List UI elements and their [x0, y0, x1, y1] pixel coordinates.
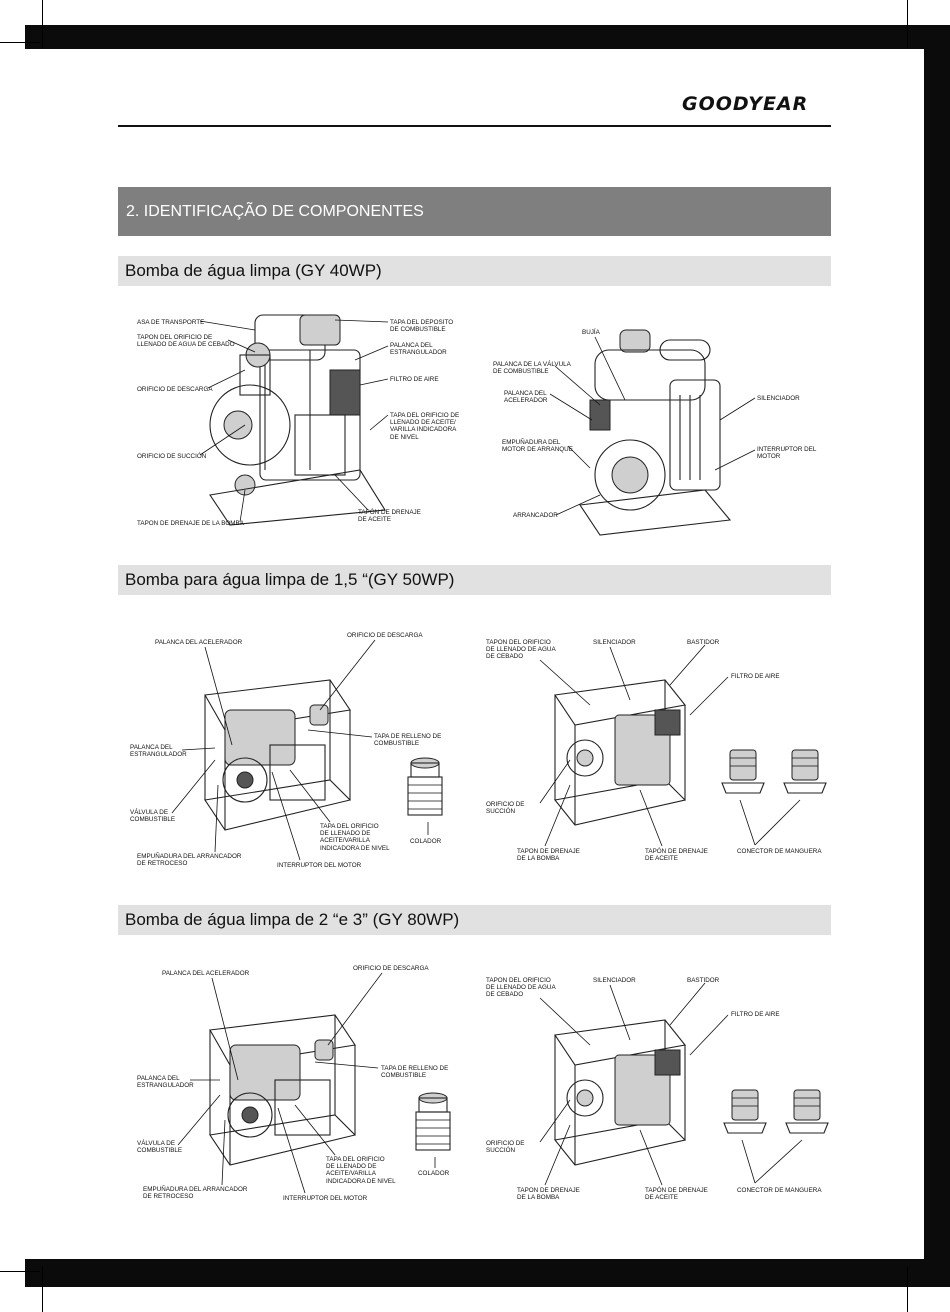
gy80-left-pump-illustration: [209, 1014, 357, 1166]
label-arrancador: ARRANCADOR: [513, 512, 558, 519]
label-bastidor: BASTIDOR: [687, 639, 720, 646]
crop-mark: [907, 1266, 908, 1312]
label-tapa-relleno: TAPA DE RELLENO DE COMBUSTIBLE: [374, 733, 442, 748]
label-palanca-estrangulador: PALANCA DEL ESTRANGULADOR: [390, 342, 447, 357]
top-black-band: [25, 25, 950, 49]
bottom-black-band: [25, 1259, 950, 1287]
crop-mark: [0, 42, 40, 43]
label-tapon-llenado: TAPON DEL ORIFICIO DE LLENADO DE AGUA DE…: [486, 977, 556, 999]
header-rule: [118, 125, 831, 127]
label-colador: COLADOR: [418, 1170, 450, 1177]
label-drenaje-aceite: TAPÓN DE DRENAJE DE ACEITE: [645, 848, 708, 863]
label-silenciador: SILENCIADOR: [757, 395, 800, 402]
label-silenciador: SILENCIADOR: [593, 977, 636, 984]
label-drenaje-bomba: TAPON DE DRENAJE DE LA BOMBA: [517, 1187, 580, 1202]
label-interruptor-motor: INTERRUPTOR DEL MOTOR: [283, 1195, 368, 1202]
gy50-right-pump-illustration: [553, 679, 687, 826]
label-silenciador: SILENCIADOR: [593, 639, 636, 646]
crop-mark: [907, 0, 908, 48]
crop-mark: [42, 0, 43, 48]
crop-mark: [42, 1266, 43, 1312]
label-tapa-aceite: TAPA DEL ORIFICIO DE LLENADO DE ACEITE/V…: [326, 1156, 396, 1185]
label-drenaje-aceite: TAPÓN DE DRENAJE DE ACEITE: [645, 1187, 708, 1202]
gy40-right-pump-illustration: [579, 329, 732, 536]
label-palanca-estrangulador: PALANCA DEL ESTRANGULADOR: [137, 1075, 194, 1090]
label-interruptor-motor: INTERRUPTOR DEL MOTOR: [757, 446, 817, 461]
label-palanca-acelerador: PALANCA DEL ACELERADOR: [162, 970, 250, 977]
label-empunadura-arrancador: EMPUÑADURA DEL ARRANCADOR DE RETROCESO: [137, 853, 242, 868]
label-orificio-descarga: ORIFICIO DE DESCARGA: [347, 632, 423, 639]
label-orificio-succion: ORIFICIO DE SUCCIÓN: [486, 1140, 525, 1155]
goodyear-logo: GOODYEAR: [682, 93, 809, 115]
label-palanca-estrangulador: PALANCA DEL ESTRANGULADOR: [130, 744, 187, 759]
label-palanca-acelerador: PALANCA DEL ACELERADOR: [504, 390, 548, 405]
label-tapa-aceite: TAPA DEL ORIFICIO DE LLENADO DE ACEITE/ …: [390, 412, 460, 441]
right-black-band: [924, 25, 950, 1287]
gy50-colador-illustration: [407, 757, 443, 816]
label-valvula-combustible: PALANCA DE LA VÁLVULA DE COMBUSTIBLE: [493, 361, 571, 376]
gy80-title: Bomba de água limpa de 2 “e 3” (GY 80WP): [118, 905, 831, 935]
label-empunadura-motor: EMPUÑADURA DEL MOTOR DE ARRANQUE: [502, 439, 573, 454]
gy40-left-pump-illustration: [209, 314, 386, 526]
gy80-right-pump-illustration: [553, 1019, 687, 1166]
section-title: 2. IDENTIFICAÇÃO DE COMPONENTES: [118, 187, 831, 236]
label-filtro-aire: FILTRO DE AIRE: [390, 376, 439, 383]
label-conector-manguera: CONECTOR DE MANGUERA: [737, 848, 822, 855]
gy50-conector-illustration: [721, 749, 827, 794]
label-asa-transporte: ASA DE TRANSPORTE: [137, 319, 205, 326]
gy80-colador-illustration: [415, 1092, 451, 1151]
label-drenaje-bomba: TAPON DE DRENAJE DE LA BOMBA: [517, 848, 580, 863]
crop-mark: [0, 1271, 40, 1272]
label-bastidor: BASTIDOR: [687, 977, 720, 984]
label-tapa-relleno: TAPA DE RELLENO DE COMBUSTIBLE: [381, 1065, 449, 1080]
label-orificio-descarga: ORIFICIO DE DESCARGA: [353, 965, 429, 972]
label-tapon-llenado: TAPON DEL ORIFICIO DE LLENADO DE AGUA DE…: [486, 639, 556, 661]
label-drenaje-bomba: TAPON DE DRENAJE DE LA BOMBA: [137, 520, 244, 527]
gy50-title: Bomba para água limpa de 1,5 “(GY 50WP): [118, 565, 831, 595]
label-drenaje-aceite: TAPÓN DE DRENAJE DE ACEITE: [358, 509, 421, 524]
label-empunadura-arrancador: EMPUÑADURA DEL ARRANCADOR DE RETROCESO: [143, 1186, 248, 1201]
gy80-conector-illustration: [723, 1089, 829, 1134]
label-valvula-combustible: VÁLVULA DE COMBUSTIBLE: [137, 1140, 183, 1155]
gy50-left-pump-illustration: [204, 679, 352, 831]
label-colador: COLADOR: [410, 838, 442, 845]
label-filtro-aire: FILTRO DE AIRE: [731, 673, 780, 680]
label-orificio-succion: ORIFICIO DE SUCCIÓN: [486, 801, 525, 816]
label-tapa-aceite: TAPA DEL ORIFICIO DE LLENADO DE ACEITE/V…: [320, 823, 390, 852]
label-bujia: BUJÍA: [582, 329, 600, 336]
label-orificio-succion: ORIFICIO DE SUCCIÓN: [137, 453, 207, 460]
label-tapon-llenado: TAPON DEL ORIFICIO DE LLENADO DE AGUA DE…: [137, 334, 235, 349]
label-tapa-deposito: TAPA DEL DEPOSITO DE COMBUSTIBLE: [390, 319, 454, 334]
label-valvula-combustible: VÁLVULA DE COMBUSTIBLE: [130, 809, 176, 824]
label-filtro-aire: FILTRO DE AIRE: [731, 1011, 780, 1018]
label-interruptor-motor: INTERRUPTOR DEL MOTOR: [277, 862, 362, 869]
label-conector-manguera: CONECTOR DE MANGUERA: [737, 1187, 822, 1194]
gy40-title: Bomba de água limpa (GY 40WP): [118, 256, 831, 286]
label-palanca-acelerador: PALANCA DEL ACELERADOR: [155, 639, 243, 646]
label-orificio-descarga: ORIFICIO DE DESCARGA: [137, 386, 213, 393]
